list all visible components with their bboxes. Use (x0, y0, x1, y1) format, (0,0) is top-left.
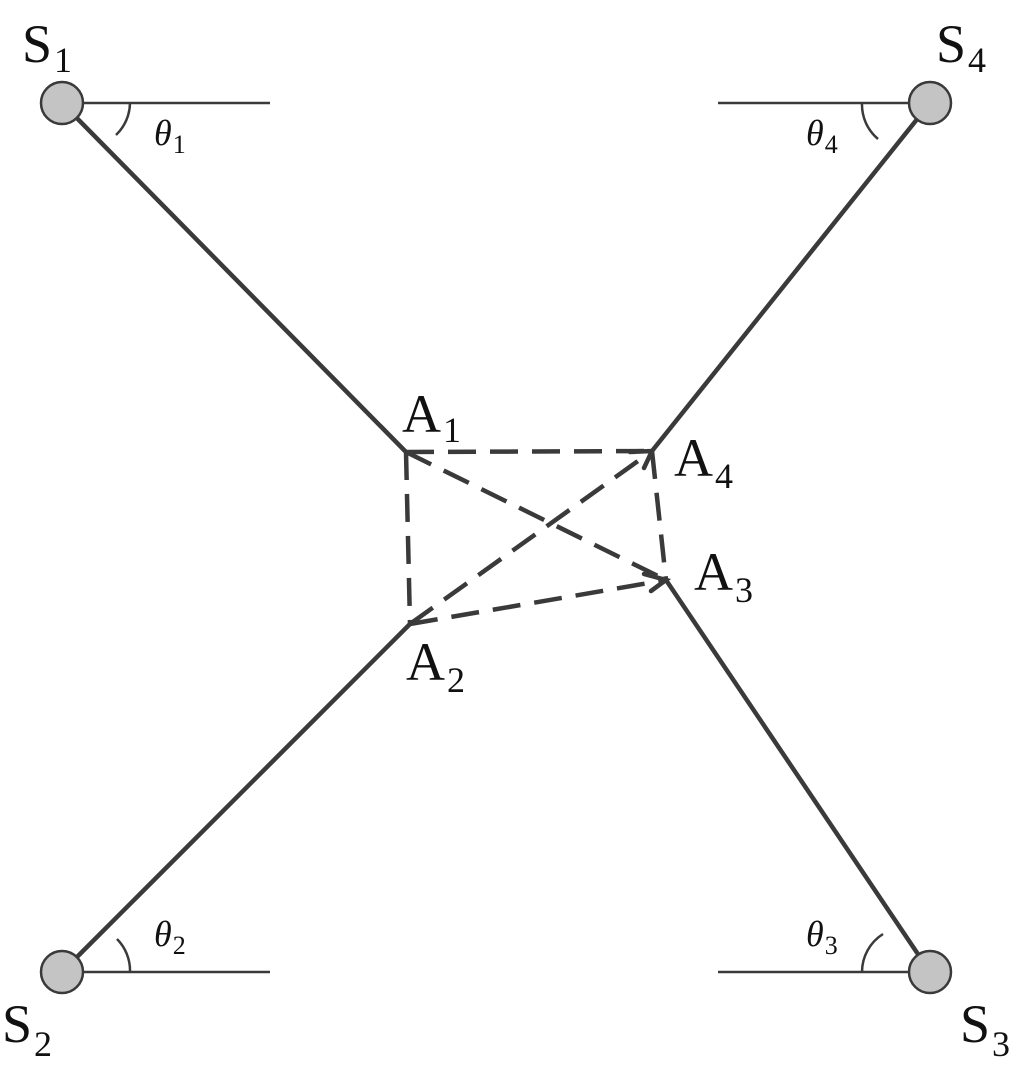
ground-nodes (39, 80, 953, 995)
link-a4-a3 (649, 450, 669, 581)
node-s3-icon (907, 949, 953, 995)
label-s1: S1 (22, 14, 72, 80)
label-s2: S2 (2, 994, 52, 1064)
reference-lines (62, 101, 930, 974)
leg-s1-a1 (59, 100, 409, 455)
label-theta-3: θ3 (806, 914, 838, 960)
label-a3: A3 (694, 542, 753, 610)
angle-arc-theta-4 (860, 102, 879, 140)
angle-arc-theta-3 (860, 932, 884, 973)
leg-s3-a3 (663, 577, 933, 975)
arrowhead-at-a3 (641, 571, 672, 594)
label-s4: S4 (936, 14, 986, 80)
leg-s2-a2 (59, 621, 413, 975)
label-theta-4: θ4 (806, 113, 838, 159)
angle-arc-theta-1 (115, 102, 132, 136)
node-s2-icon (39, 949, 85, 995)
label-a1: A1 (402, 384, 461, 450)
label-a2: A2 (406, 632, 465, 700)
link-a1-a3 (405, 449, 667, 583)
leg-s4-a4 (649, 100, 933, 454)
label-theta-1: θ1 (154, 113, 186, 159)
link-a1-a2 (403, 451, 413, 625)
legs (59, 100, 933, 975)
arrowhead-at-a4 (627, 448, 656, 471)
platform-links (403, 448, 669, 627)
angle-arc-theta-2 (116, 938, 132, 973)
angle-arcs (115, 102, 884, 973)
link-a1-a4 (405, 448, 653, 455)
link-a2-a4 (408, 449, 654, 626)
label-theta-2: θ2 (154, 914, 186, 960)
arrowheads (627, 448, 672, 594)
link-a2-a3 (409, 577, 667, 627)
node-s1-icon (39, 80, 85, 126)
node-s4-icon (907, 80, 953, 126)
label-a4: A4 (674, 428, 733, 496)
label-s3: S3 (960, 994, 1010, 1064)
